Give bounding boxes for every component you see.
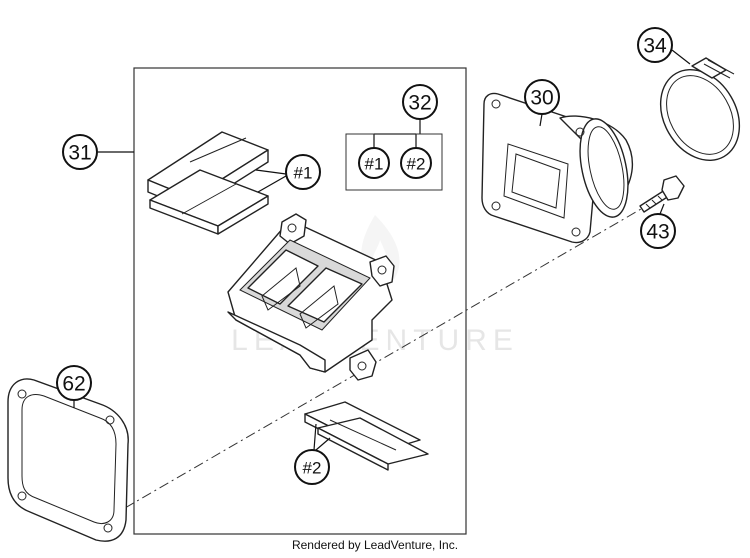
callout-43[interactable]: 43 <box>640 213 676 249</box>
kit-box-frame <box>133 67 467 535</box>
callout-30[interactable]: 30 <box>524 79 560 115</box>
callout-32-sub-2-label: #2 <box>407 155 426 174</box>
leader-34 <box>671 49 691 65</box>
hose-clamp-34 <box>659 57 741 161</box>
leader-1 <box>255 169 287 175</box>
callout-43-label: 43 <box>646 221 669 244</box>
callout-31-label: 31 <box>68 142 91 165</box>
bolt-43 <box>639 175 685 213</box>
leader-2 <box>313 423 317 451</box>
callout-31[interactable]: 31 <box>62 134 98 170</box>
callout-34-label: 34 <box>643 35 667 58</box>
kit-32-box <box>345 133 443 191</box>
leader-32 <box>373 118 421 148</box>
reed-petals-upper <box>147 131 269 235</box>
callout-1-label: #1 <box>294 164 313 183</box>
leader-2b <box>315 437 331 451</box>
callout-62-label: 62 <box>62 373 85 396</box>
leader-1b <box>257 175 287 193</box>
callout-32-sub-2[interactable]: #2 <box>400 147 432 179</box>
callout-32[interactable]: 32 <box>402 84 438 120</box>
callout-32-sub-1-label: #1 <box>365 155 384 174</box>
callout-34[interactable]: 34 <box>637 27 673 63</box>
callout-32-label: 32 <box>408 92 431 115</box>
reed-block <box>227 213 395 381</box>
leader-43 <box>659 203 665 215</box>
centerline <box>124 204 649 509</box>
callout-1[interactable]: #1 <box>285 154 321 190</box>
callout-2[interactable]: #2 <box>294 449 330 485</box>
callout-30-label: 30 <box>530 87 553 110</box>
reed-petals-lower <box>304 401 429 471</box>
callout-2-label: #2 <box>303 459 322 478</box>
gasket-62 <box>7 378 129 542</box>
callout-32-sub-1[interactable]: #1 <box>358 147 390 179</box>
footer-credit: Rendered by LeadVenture, Inc. <box>291 538 459 552</box>
callout-62[interactable]: 62 <box>56 365 92 401</box>
intake-flange-30 <box>481 92 633 244</box>
leader-30 <box>539 113 543 127</box>
